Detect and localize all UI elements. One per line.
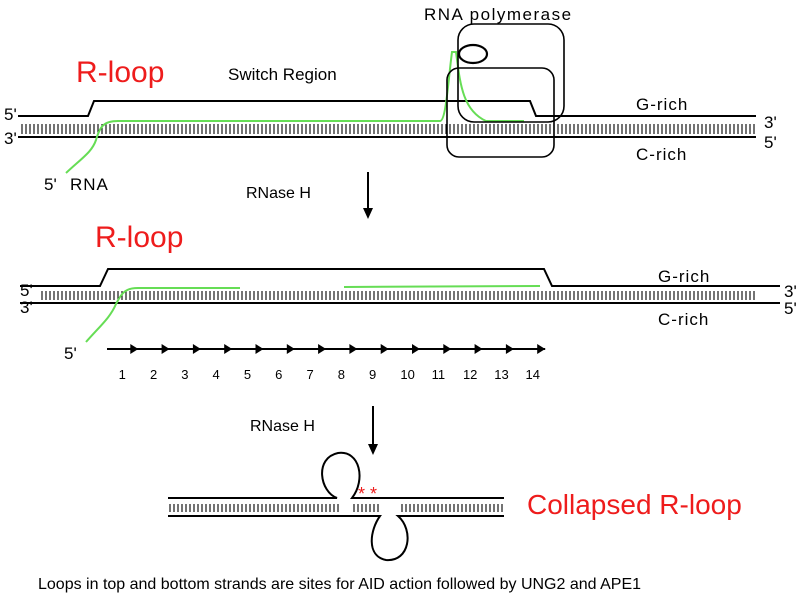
- rna-fragment-right: [343, 285, 541, 288]
- rna-polymerase-box: [457, 23, 565, 123]
- repeat-arrow-head: [255, 344, 264, 354]
- step1-rnase-h-label: RNase H: [246, 185, 311, 202]
- aid-site-stars: * *: [358, 484, 377, 504]
- panel-3: * * Collapsed R-loop: [168, 451, 742, 562]
- repeat-number: 2: [150, 367, 157, 382]
- repeat-arrow-head: [505, 344, 514, 354]
- rna-5prime-label: 5': [44, 175, 57, 194]
- prime3-right: 3': [764, 113, 777, 132]
- repeat-arrow-head: [130, 344, 139, 354]
- repeat-arrow-head: [443, 344, 452, 354]
- prime5-right: 5': [764, 133, 777, 152]
- repeat-number: 3: [181, 367, 188, 382]
- repeat-number: 1: [119, 367, 126, 382]
- step2-rnase-h-label: RNase H: [250, 418, 315, 435]
- repeat-number: 6: [275, 367, 282, 382]
- repeat-arrow-head: [349, 344, 358, 354]
- top-strand: [18, 100, 756, 117]
- rna-5prime-label-2: 5': [64, 344, 77, 363]
- repeat-number: 8: [338, 367, 345, 382]
- panel1-title: R-loop: [76, 56, 164, 89]
- rna-polymerase-box-inner: [446, 67, 555, 158]
- repeat-number: 10: [400, 367, 414, 382]
- prime3-bottom-left: 3': [4, 129, 17, 148]
- switch-region-label: Switch Region: [228, 65, 337, 84]
- g-rich-label-2: G-rich: [658, 267, 710, 286]
- caption: Loops in top and bottom strands are site…: [38, 576, 641, 593]
- repeat-number: 9: [369, 367, 376, 382]
- repeat-arrow-head: [380, 344, 389, 354]
- top-strand-2: [20, 268, 780, 287]
- repeat-number: 13: [494, 367, 508, 382]
- repeat-number: 12: [463, 367, 477, 382]
- rna-fragment-left: [85, 287, 240, 343]
- repeat-arrow-head: [286, 344, 295, 354]
- polymerase-ring: [457, 43, 489, 65]
- base-pair-ticks-2: [41, 291, 755, 300]
- repeat-arrow-head: [537, 344, 546, 354]
- prime5-top-left: 5': [4, 105, 17, 124]
- repeat-arrow-head: [161, 344, 170, 354]
- prime3-bottom-left-2: 3': [20, 298, 33, 317]
- rna-polymerase-label: RNA polymerase: [424, 5, 573, 24]
- repeat-arrow-head: [192, 344, 201, 354]
- panel-1: R-loop Switch Region RNA polymerase 5' 3…: [4, 5, 777, 194]
- rna-strand: [65, 51, 524, 174]
- repeat-number: 5: [244, 367, 251, 382]
- c-rich-label: C-rich: [636, 145, 687, 164]
- step2-arrow-head: [368, 444, 378, 455]
- step1-arrow-head: [363, 208, 373, 219]
- panel2-title: R-loop: [95, 221, 183, 254]
- rna-label: RNA: [70, 175, 109, 194]
- collapsed-bottom-strand: [168, 515, 504, 562]
- panel3-title: Collapsed R-loop: [527, 489, 742, 520]
- collapsed-top-strand: [168, 451, 504, 499]
- c-rich-label-2: C-rich: [658, 310, 709, 329]
- repeat-number: 7: [306, 367, 313, 382]
- repeat-number: 4: [213, 367, 220, 382]
- base-pair-ticks: [21, 124, 755, 134]
- repeat-arrow-head: [412, 344, 420, 354]
- repeat-arrow-head: [474, 344, 483, 354]
- repeat-number: 11: [432, 367, 446, 382]
- prime5-right-2: 5': [784, 299, 797, 318]
- g-rich-label: G-rich: [636, 95, 688, 114]
- repeat-number: 14: [526, 367, 540, 382]
- repeat-arrow-head: [318, 344, 327, 354]
- base-pair-ticks-3: [169, 504, 503, 512]
- repeat-arrow-head: [224, 344, 233, 354]
- prime3-right-2: 3': [784, 282, 797, 301]
- prime5-top-left-2: 5': [20, 281, 33, 300]
